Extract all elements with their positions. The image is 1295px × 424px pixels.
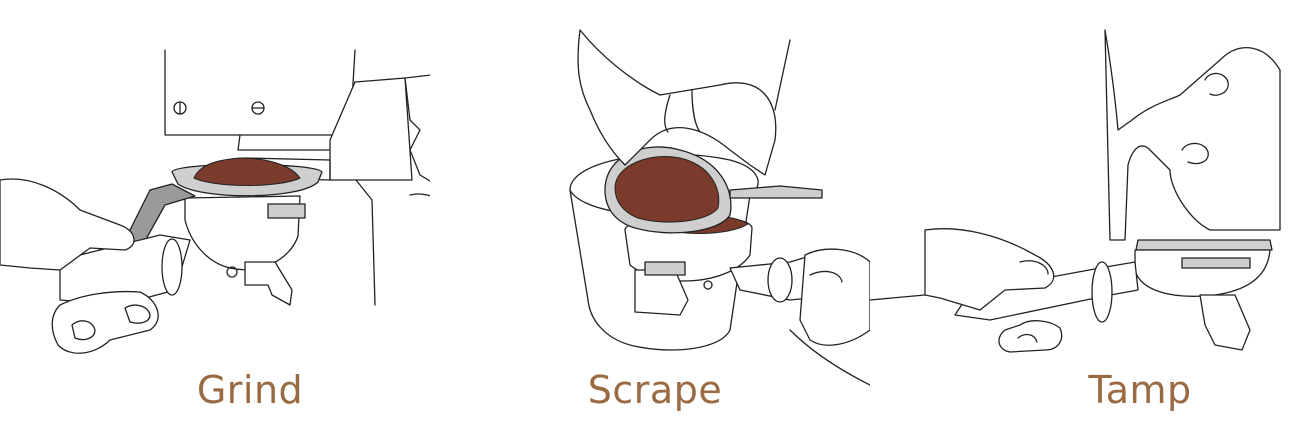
tamp-illustration: [870, 29, 1281, 353]
step-scrape-panel: Scrape: [430, 0, 870, 424]
step-label-scrape: Scrape: [587, 368, 723, 412]
grind-illustration: [0, 49, 430, 354]
scrape-illustration: [569, 29, 870, 386]
step-label-grind: Grind: [196, 368, 304, 412]
scrape-coffee-upper: [614, 156, 720, 223]
step-tamp-panel: Tamp: [870, 0, 1295, 424]
grind-coffee: [193, 157, 301, 186]
step-label-tamp: Tamp: [1088, 368, 1192, 412]
step-grind-panel: Grind: [0, 0, 430, 424]
